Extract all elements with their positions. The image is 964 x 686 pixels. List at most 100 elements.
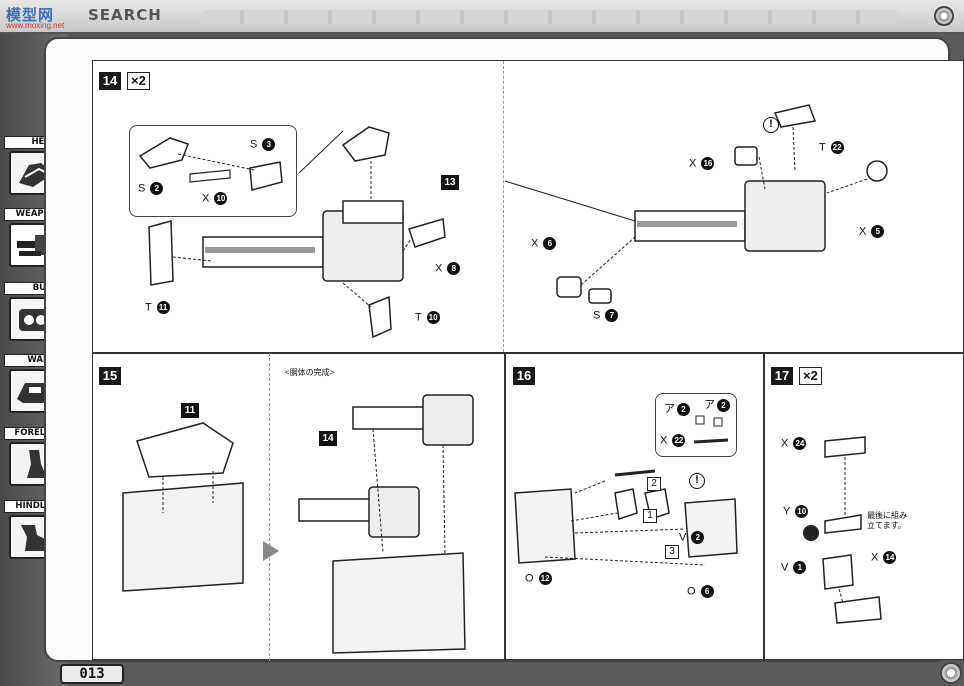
part-number: 22	[672, 434, 686, 447]
step-14-multiplier: ×2	[127, 72, 150, 90]
part-number: 6	[543, 237, 557, 250]
part-label: X 24	[781, 437, 807, 450]
part-label: V 1	[781, 561, 807, 574]
part-letter: X	[781, 437, 789, 450]
site-url: www.moxing.net	[6, 21, 65, 30]
part-letter: ア	[704, 399, 715, 411]
part-letter: V	[679, 531, 687, 544]
part-number: 22	[830, 141, 844, 154]
part-label: X 16	[689, 157, 715, 170]
order-marker: 3	[665, 545, 679, 559]
step-17-badge: 17	[771, 367, 793, 385]
site-logo[interactable]: 模型网	[6, 6, 55, 24]
part-letter: X	[202, 192, 210, 205]
part-label: O 12	[525, 572, 552, 585]
part-letter: S	[593, 309, 601, 322]
part-label: V 2	[679, 531, 705, 544]
page-number: 013	[60, 664, 124, 684]
part-letter: S	[250, 138, 258, 151]
order-marker: 1	[643, 509, 657, 523]
part-label: X 6	[531, 237, 557, 250]
ref-step-11: 11	[181, 403, 199, 418]
part-letter: X	[871, 551, 879, 564]
header-bar: 模型网 www.moxing.net SEARCH	[0, 0, 964, 34]
part-letter: S	[138, 182, 146, 195]
part-letter: X	[859, 225, 867, 238]
part-label: T 22	[819, 141, 844, 154]
step17-divider	[763, 353, 765, 661]
part-number: 8	[447, 262, 461, 275]
part-number: 14	[883, 551, 897, 564]
step-16-art	[514, 469, 738, 566]
part-label: T 10	[415, 311, 440, 324]
step15-divider	[269, 353, 270, 661]
part-letter: Y	[783, 505, 791, 518]
part-number: 5	[871, 225, 885, 238]
caution-icon: !	[689, 473, 705, 489]
header-title: SEARCH	[88, 6, 162, 24]
order-marker: 2	[647, 477, 661, 491]
part-letter: X	[435, 262, 443, 275]
step-15-badge: 15	[99, 367, 121, 385]
part-number: 3	[262, 138, 276, 151]
part-letter: O	[525, 572, 534, 585]
part-number: 16	[701, 157, 715, 170]
part-number: 11	[156, 301, 170, 314]
part-letter: ア	[664, 403, 675, 415]
part-number: 2	[677, 402, 690, 416]
part-letter: O	[687, 585, 696, 598]
part-label: X 5	[859, 225, 885, 238]
inset-parts-art	[693, 415, 729, 444]
caution-icon: !	[763, 117, 779, 133]
part-label: S 7	[593, 309, 619, 322]
part-letter: T	[145, 301, 152, 314]
part-label: Y 10	[783, 505, 809, 518]
part-number: 7	[605, 309, 619, 322]
part-label: T 11	[145, 301, 170, 314]
emblem-icon	[934, 6, 954, 26]
part-letter: X	[531, 237, 539, 250]
part-label: S 3	[250, 138, 276, 151]
part-label: X 22	[660, 434, 686, 447]
part-letter: X	[660, 434, 668, 447]
part-number: 2	[691, 531, 705, 544]
emblem-icon	[940, 662, 962, 684]
part-letter: V	[781, 561, 789, 574]
step-15-art	[122, 394, 474, 654]
step-17-art	[803, 436, 882, 624]
part-number: 2	[717, 398, 730, 412]
part-number: 12	[538, 572, 552, 585]
step-17-multiplier: ×2	[799, 367, 822, 385]
part-letter: X	[689, 157, 697, 170]
part-number: 10	[795, 505, 809, 518]
step-14-left-art	[148, 126, 446, 339]
part-label: S 2	[138, 182, 164, 195]
assembly-note: 最後に組み立てます。	[867, 511, 907, 530]
part-label: O 6	[687, 585, 714, 598]
sidebar-item-hindleg[interactable]: HINDLEG	[4, 500, 62, 559]
header-decoration	[200, 10, 900, 24]
ref-step-14: 14	[319, 431, 337, 446]
part-number: 2	[150, 182, 164, 195]
step14-divider	[503, 61, 504, 352]
part-letter: T	[415, 311, 422, 324]
step-14-badge: 14	[99, 72, 121, 90]
step-16-badge: 16	[513, 367, 535, 385]
step-14-inset: S 3 S 2 X 10	[129, 125, 297, 217]
step-14-right-art	[504, 104, 888, 304]
step16-divider	[504, 353, 506, 661]
row-divider	[93, 352, 964, 354]
part-label: X 10	[202, 192, 228, 205]
steps-frame: 14 ×2 S 3 S 2 X 10	[92, 60, 964, 661]
part-label: X 8	[435, 262, 461, 275]
inset-parts-art	[138, 137, 283, 191]
part-number: 6	[700, 585, 714, 598]
part-number: 24	[793, 437, 807, 450]
part-letter: T	[819, 141, 826, 154]
instruction-sheet: 14 ×2 S 3 S 2 X 10	[44, 37, 964, 662]
part-number: 10	[426, 311, 440, 324]
part-number: 10	[214, 192, 228, 205]
